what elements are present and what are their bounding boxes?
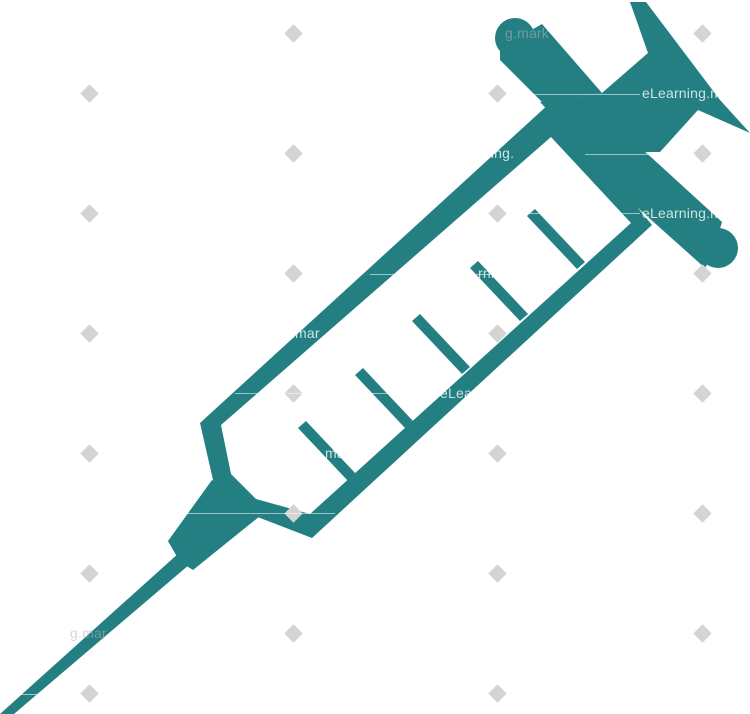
graduation-mark — [355, 368, 413, 428]
watermark-text: eLearning.m — [642, 85, 723, 101]
watermark-rule — [530, 213, 640, 214]
watermark-text: g.mar — [70, 625, 107, 641]
thumb-plate-round-end — [495, 18, 535, 58]
needle — [0, 552, 190, 714]
barrel — [200, 103, 652, 538]
barrel-flange — [582, 150, 722, 268]
watermark-text: rni — [478, 265, 495, 281]
plunger-rod — [540, 2, 750, 152]
graduation-mark — [470, 261, 528, 321]
watermark-text: ng.mar — [305, 445, 350, 461]
watermark-rule — [185, 513, 335, 514]
watermark-text: eLearning.m — [642, 205, 723, 221]
watermark-rule — [585, 154, 695, 155]
flange-round-end — [698, 228, 738, 268]
watermark-rule — [0, 694, 40, 695]
watermark-rule — [530, 94, 640, 95]
watermark-text: ng.mar — [275, 325, 320, 341]
watermark-text: eLea — [440, 385, 472, 401]
watermark-text: rning. — [478, 145, 515, 161]
watermark-rule — [370, 274, 490, 275]
watermark-rule — [235, 393, 435, 394]
graduation-mark — [412, 314, 470, 374]
graduation-mark — [298, 421, 356, 481]
watermark-text: g.mark — [505, 25, 549, 41]
graduation-mark — [527, 209, 585, 269]
